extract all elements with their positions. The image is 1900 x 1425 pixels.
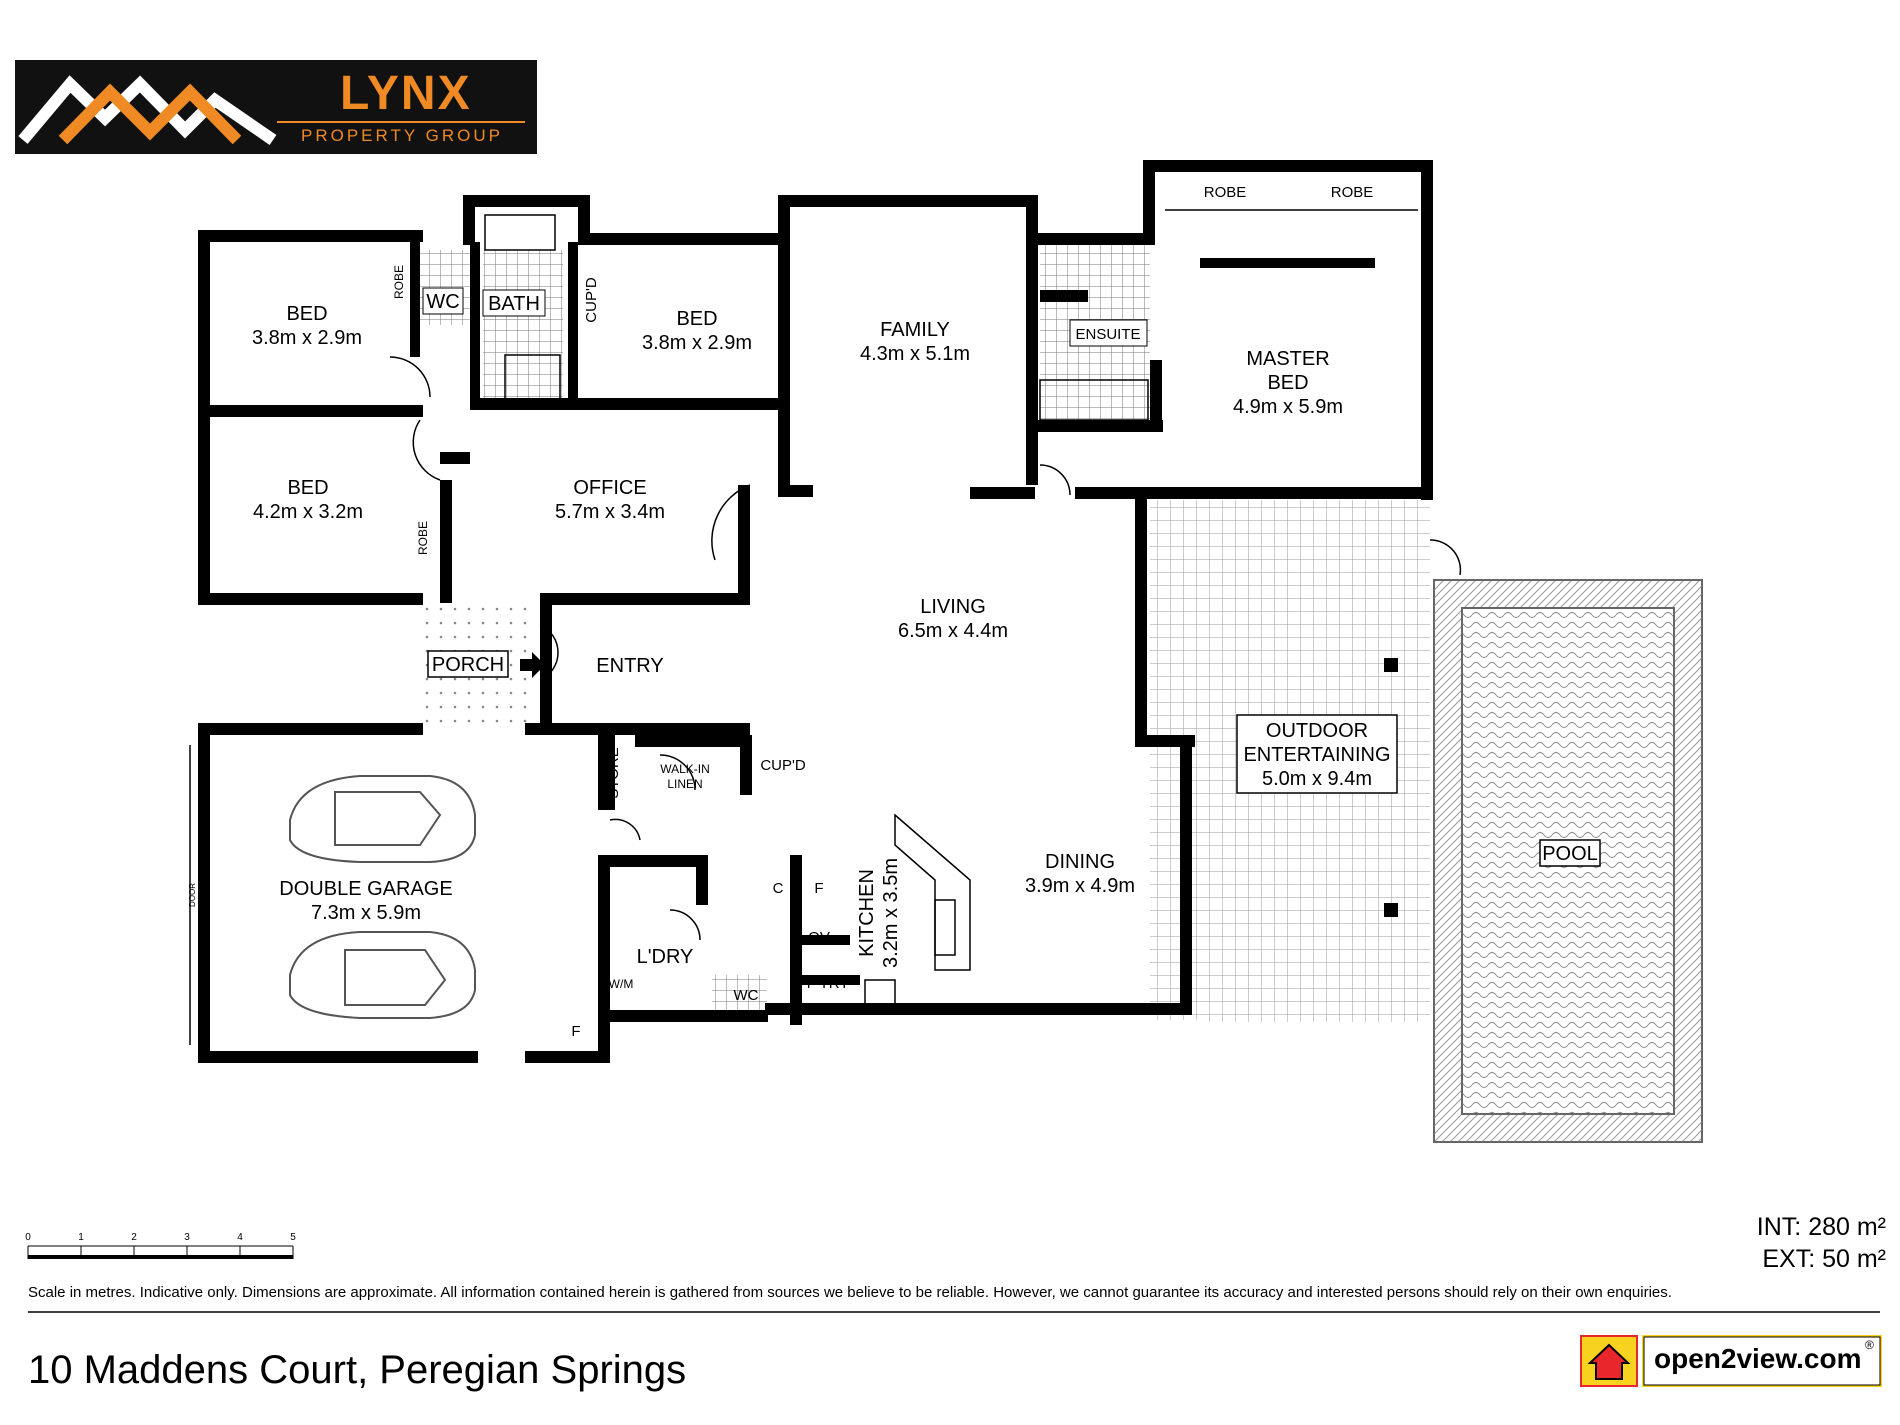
outdoor-name-1: OUTDOOR (1266, 720, 1368, 742)
master-size: 4.9m x 5.9m (1233, 396, 1343, 418)
external-area: EXT: 50 m² (1762, 1245, 1886, 1273)
scale-tick-5: 5 (290, 1232, 296, 1243)
door-label: DOOR (188, 883, 197, 907)
outdoor-label-box (1236, 714, 1398, 794)
walkin-label-1: WALK-IN (660, 762, 710, 776)
logo-tagline: PROPERTY GROUP (301, 126, 503, 145)
wc-label-box (422, 287, 464, 315)
bed3-name: BED (287, 477, 328, 499)
living-name: LIVING (920, 596, 986, 618)
bed1-name: BED (286, 303, 327, 325)
scale-tick-3: 3 (184, 1232, 190, 1243)
internal-area: INT: 280 m² (1756, 1213, 1886, 1241)
open2view-badge: open2view.com ® (1580, 1335, 1882, 1387)
cupd-label: CUP'D (583, 277, 600, 323)
bath-label-box (482, 289, 546, 317)
c-label: C (773, 880, 784, 897)
walkin-label-2: LINEN (667, 777, 702, 791)
car-icon (289, 775, 476, 863)
registered-mark: ® (1865, 1338, 1874, 1352)
office-size: 5.7m x 3.4m (555, 501, 665, 523)
bed2-name: BED (676, 308, 717, 330)
logo-brand: LYNX (340, 67, 472, 120)
bed3-size: 4.2m x 3.2m (253, 501, 363, 523)
robe-label: ROBE (1331, 184, 1374, 201)
scale-tick-0: 0 (25, 1232, 31, 1243)
lynx-roof-icon (18, 75, 525, 145)
pool-label-box (1539, 839, 1601, 867)
master-name-2: BED (1267, 372, 1308, 394)
laundry-name: L'DRY (637, 946, 694, 968)
outdoor-name-2: ENTERTAINING (1243, 744, 1390, 766)
wc-label: WC (426, 291, 459, 313)
lynx-logo: LYNX PROPERTY GROUP (15, 60, 537, 154)
f-label: F (814, 880, 823, 897)
details (189, 209, 1462, 1045)
bath-label: BATH (488, 293, 540, 315)
outdoor-size: 5.0m x 9.4m (1262, 768, 1372, 790)
master-name-1: MASTER (1246, 348, 1329, 370)
pantry-label: P'TRY (807, 975, 850, 992)
disclaimer: Scale in metres. Indicative only. Dimens… (28, 1284, 1672, 1301)
property-address: 10 Maddens Court, Peregian Springs (28, 1348, 687, 1392)
robe-label: ROBE (416, 521, 430, 555)
wc-label: WC (734, 987, 759, 1004)
car-icon (289, 931, 476, 1019)
dining-name: DINING (1045, 851, 1115, 873)
scale-tick-4: 4 (237, 1232, 243, 1243)
wm-label: W/M (609, 977, 634, 991)
f-label: F (571, 1023, 580, 1040)
pool-name: POOL (1542, 843, 1598, 865)
office-name: OFFICE (573, 477, 646, 499)
garage-name: DOUBLE GARAGE (279, 878, 452, 900)
porch-name: PORCH (432, 654, 504, 676)
bed1-size: 3.8m x 2.9m (252, 327, 362, 349)
walls (198, 160, 1433, 1063)
robe-label: ROBE (1204, 184, 1247, 201)
cupd-label: CUP'D (760, 757, 806, 774)
dining-size: 3.9m x 4.9m (1025, 875, 1135, 897)
ov-label: OV (808, 929, 830, 946)
kitchen-size: 3.2m x 3.5m (880, 858, 902, 968)
scale-tick-2: 2 (131, 1232, 137, 1243)
house-icon (1587, 1343, 1631, 1380)
entry-arrow-icon (520, 652, 545, 678)
scale-tick-1: 1 (78, 1232, 84, 1243)
living-size: 6.5m x 4.4m (898, 620, 1008, 642)
bath-floor (483, 250, 563, 400)
ensuite-label-box (1069, 319, 1148, 347)
porch-label-box (427, 650, 509, 678)
open2view-text: open2view.com (1654, 1343, 1862, 1374)
robe-label: ROBE (392, 265, 406, 299)
family-name: FAMILY (880, 319, 950, 341)
entry-name: ENTRY (596, 655, 663, 677)
wc2-floor (712, 975, 767, 1010)
deck-post-2 (1384, 903, 1398, 917)
ensuite-label: ENSUITE (1075, 326, 1140, 343)
garage-size: 7.3m x 5.9m (311, 902, 421, 924)
store-label: STORE (605, 747, 622, 798)
family-size: 4.3m x 5.1m (860, 343, 970, 365)
bed2-size: 3.8m x 2.9m (642, 332, 752, 354)
scale-bar: 0 1 2 3 4 5 (25, 1232, 296, 1259)
kitchen-name: KITCHEN (856, 869, 878, 957)
deck-post-1 (1384, 658, 1398, 672)
